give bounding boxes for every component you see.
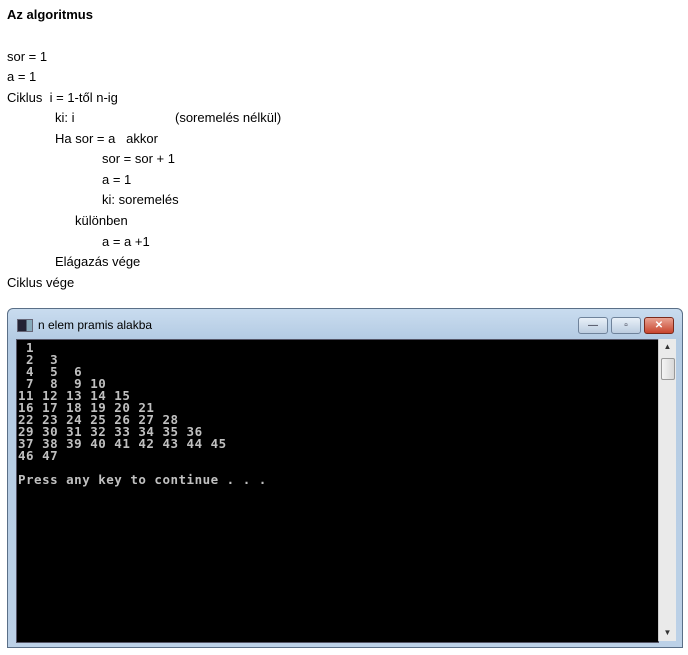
doc-line: (soremelés nélkül) <box>175 110 282 125</box>
doc-line: a = a +1 <box>102 234 150 249</box>
doc-line: a = 1 <box>7 69 37 84</box>
scrollbar-thumb[interactable] <box>661 358 675 380</box>
doc-line: Ciklus i = 1-től n-ig <box>7 90 118 105</box>
doc-line: Elágazás vége <box>55 254 141 269</box>
console-output: 1 2 3 4 5 6 7 8 9 10 11 12 13 14 15 16 1… <box>18 340 267 487</box>
window-title: n elem pramis alakba <box>38 318 153 332</box>
doc-line: sor = sor + 1 <box>102 151 175 166</box>
scroll-down-button[interactable]: ▼ <box>663 628 672 637</box>
doc-line: különben <box>75 213 128 228</box>
minimize-button[interactable]: — <box>578 317 608 334</box>
doc-line: ki: soremelés <box>102 192 179 207</box>
doc-line: ki: i <box>55 110 75 125</box>
doc-title: Az algoritmus <box>7 7 93 22</box>
scroll-up-button[interactable]: ▲ <box>663 342 672 351</box>
console-window: n elem pramis alakba — ▫ ✕ 1 2 3 4 5 6 7… <box>7 308 683 648</box>
console-app-icon <box>17 319 33 332</box>
doc-line: sor = 1 <box>7 49 48 64</box>
doc-line: a = 1 <box>102 172 132 187</box>
vertical-scrollbar[interactable]: ▲ ▼ <box>658 339 676 641</box>
close-button[interactable]: ✕ <box>644 317 674 334</box>
doc-line: Ciklus vége <box>7 275 75 290</box>
doc-line: Ha sor = a akkor <box>55 131 158 146</box>
console-output-area[interactable]: 1 2 3 4 5 6 7 8 9 10 11 12 13 14 15 16 1… <box>16 339 659 643</box>
maximize-button[interactable]: ▫ <box>611 317 641 334</box>
